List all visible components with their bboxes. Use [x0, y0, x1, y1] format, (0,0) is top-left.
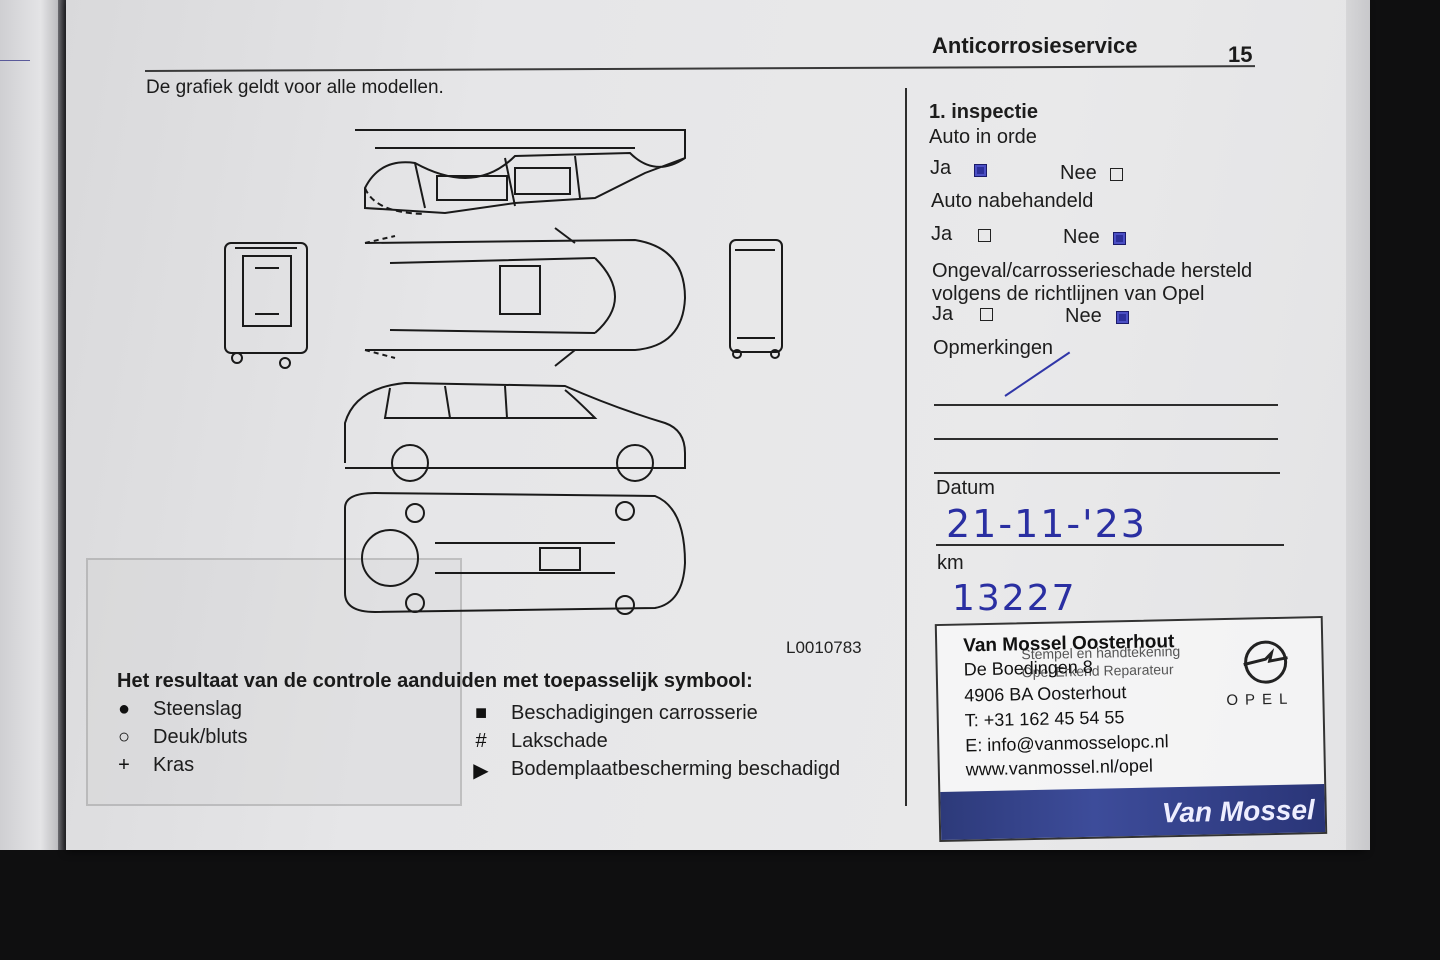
car-top-view — [364, 227, 687, 367]
legend-label-kras: Kras — [153, 754, 195, 776]
q1-nee-label: Nee — [1060, 162, 1097, 184]
remarks-line — [934, 472, 1280, 474]
legend-label-steenslag: Steenslag — [153, 698, 242, 720]
intro-text: De grafiek geldt voor alle modellen. — [146, 77, 444, 98]
q3-label-line2: volgens de richtlijnen van Opel — [932, 283, 1205, 305]
car-damage-diagram — [224, 129, 783, 615]
page-title: Anticorrosieservice — [932, 33, 1138, 58]
column-divider — [905, 88, 907, 806]
car-side-view — [344, 381, 686, 482]
stamp-address2: 4906 BA Oosterhout — [964, 682, 1127, 706]
dealer-stamp: Stempel en handtekening Opel Erkend Repa… — [934, 615, 1328, 843]
stamp-website: www.vanmossel.nl/opel — [965, 755, 1154, 780]
car-underbody-view — [344, 491, 687, 615]
legend-symbol-bodemplaat: ▶ — [473, 760, 489, 782]
diagram-code: L0010783 — [786, 638, 862, 657]
opel-wordmark: OPEL — [1226, 690, 1295, 709]
remarks-line — [934, 404, 1278, 406]
q2-label: Auto nabehandeld — [931, 190, 1094, 212]
stamp-brand-name: Van Mossel — [1161, 794, 1316, 829]
stamp-brand-bar: Van Mossel — [940, 783, 1326, 840]
page-edge — [1346, 0, 1370, 850]
q1-nee-checkbox[interactable] — [1110, 168, 1123, 181]
page-number: 15 — [1228, 42, 1253, 67]
km-label: km — [937, 552, 964, 574]
q3-ja-checkbox[interactable] — [980, 308, 993, 321]
q3-label-line1: Ongeval/carrosserieschade hersteld — [932, 260, 1253, 282]
legend-symbol-deuk: ○ — [117, 726, 131, 748]
q1-ja-label: Ja — [930, 157, 952, 179]
q3-nee-checkbox[interactable] — [1116, 311, 1129, 324]
stamp-email: E: info@vanmosselopc.nl — [965, 731, 1169, 756]
legend-symbol-lakschade: # — [475, 730, 487, 752]
legend-title: Het resultaat van de controle aanduiden … — [117, 670, 753, 692]
car-front-view — [224, 242, 308, 369]
legend-label-deuk: Deuk/bluts — [153, 726, 248, 748]
legend-label-carrosserie: Beschadigingen carrosserie — [511, 702, 758, 724]
q2-nee-checkbox[interactable] — [1113, 232, 1126, 245]
opel-logo-icon — [1243, 640, 1288, 684]
q2-ja-label: Ja — [931, 223, 953, 245]
car-top-upper-view — [355, 129, 686, 215]
legend-label-bodemplaat: Bodemplaatbescherming beschadigd — [511, 758, 841, 780]
car-rear-view — [729, 239, 783, 359]
inspection-heading: 1. inspectie — [929, 101, 1038, 123]
date-line — [936, 544, 1284, 546]
remarks-line — [934, 438, 1278, 440]
legend-symbol-steenslag: ● — [117, 698, 131, 720]
km-handwritten-value: 13227 — [952, 578, 1077, 619]
left-page-line — [0, 60, 30, 61]
q2-nee-label: Nee — [1063, 226, 1100, 248]
stamp-address1: De Boedingen 8 — [963, 656, 1094, 680]
date-handwritten-value: 21-11-'23 — [946, 502, 1147, 546]
q1-label: Auto in orde — [929, 126, 1037, 148]
q1-ja-checkbox[interactable] — [974, 164, 987, 177]
legend-symbol-kras: + — [118, 754, 130, 776]
bleed-through-stamp — [86, 558, 462, 806]
stamp-dealer-name: Van Mossel Oosterhout — [963, 631, 1175, 657]
left-page-edge — [0, 0, 58, 850]
q3-ja-label: Ja — [932, 303, 954, 325]
remarks-label: Opmerkingen — [933, 337, 1054, 359]
legend-symbol-carrosserie: ■ — [474, 702, 488, 724]
q2-ja-checkbox[interactable] — [978, 229, 991, 242]
legend-label-lakschade: Lakschade — [511, 730, 608, 752]
q3-nee-label: Nee — [1065, 305, 1102, 327]
date-label: Datum — [936, 477, 995, 499]
stamp-phone: T: +31 162 45 54 55 — [964, 707, 1125, 731]
